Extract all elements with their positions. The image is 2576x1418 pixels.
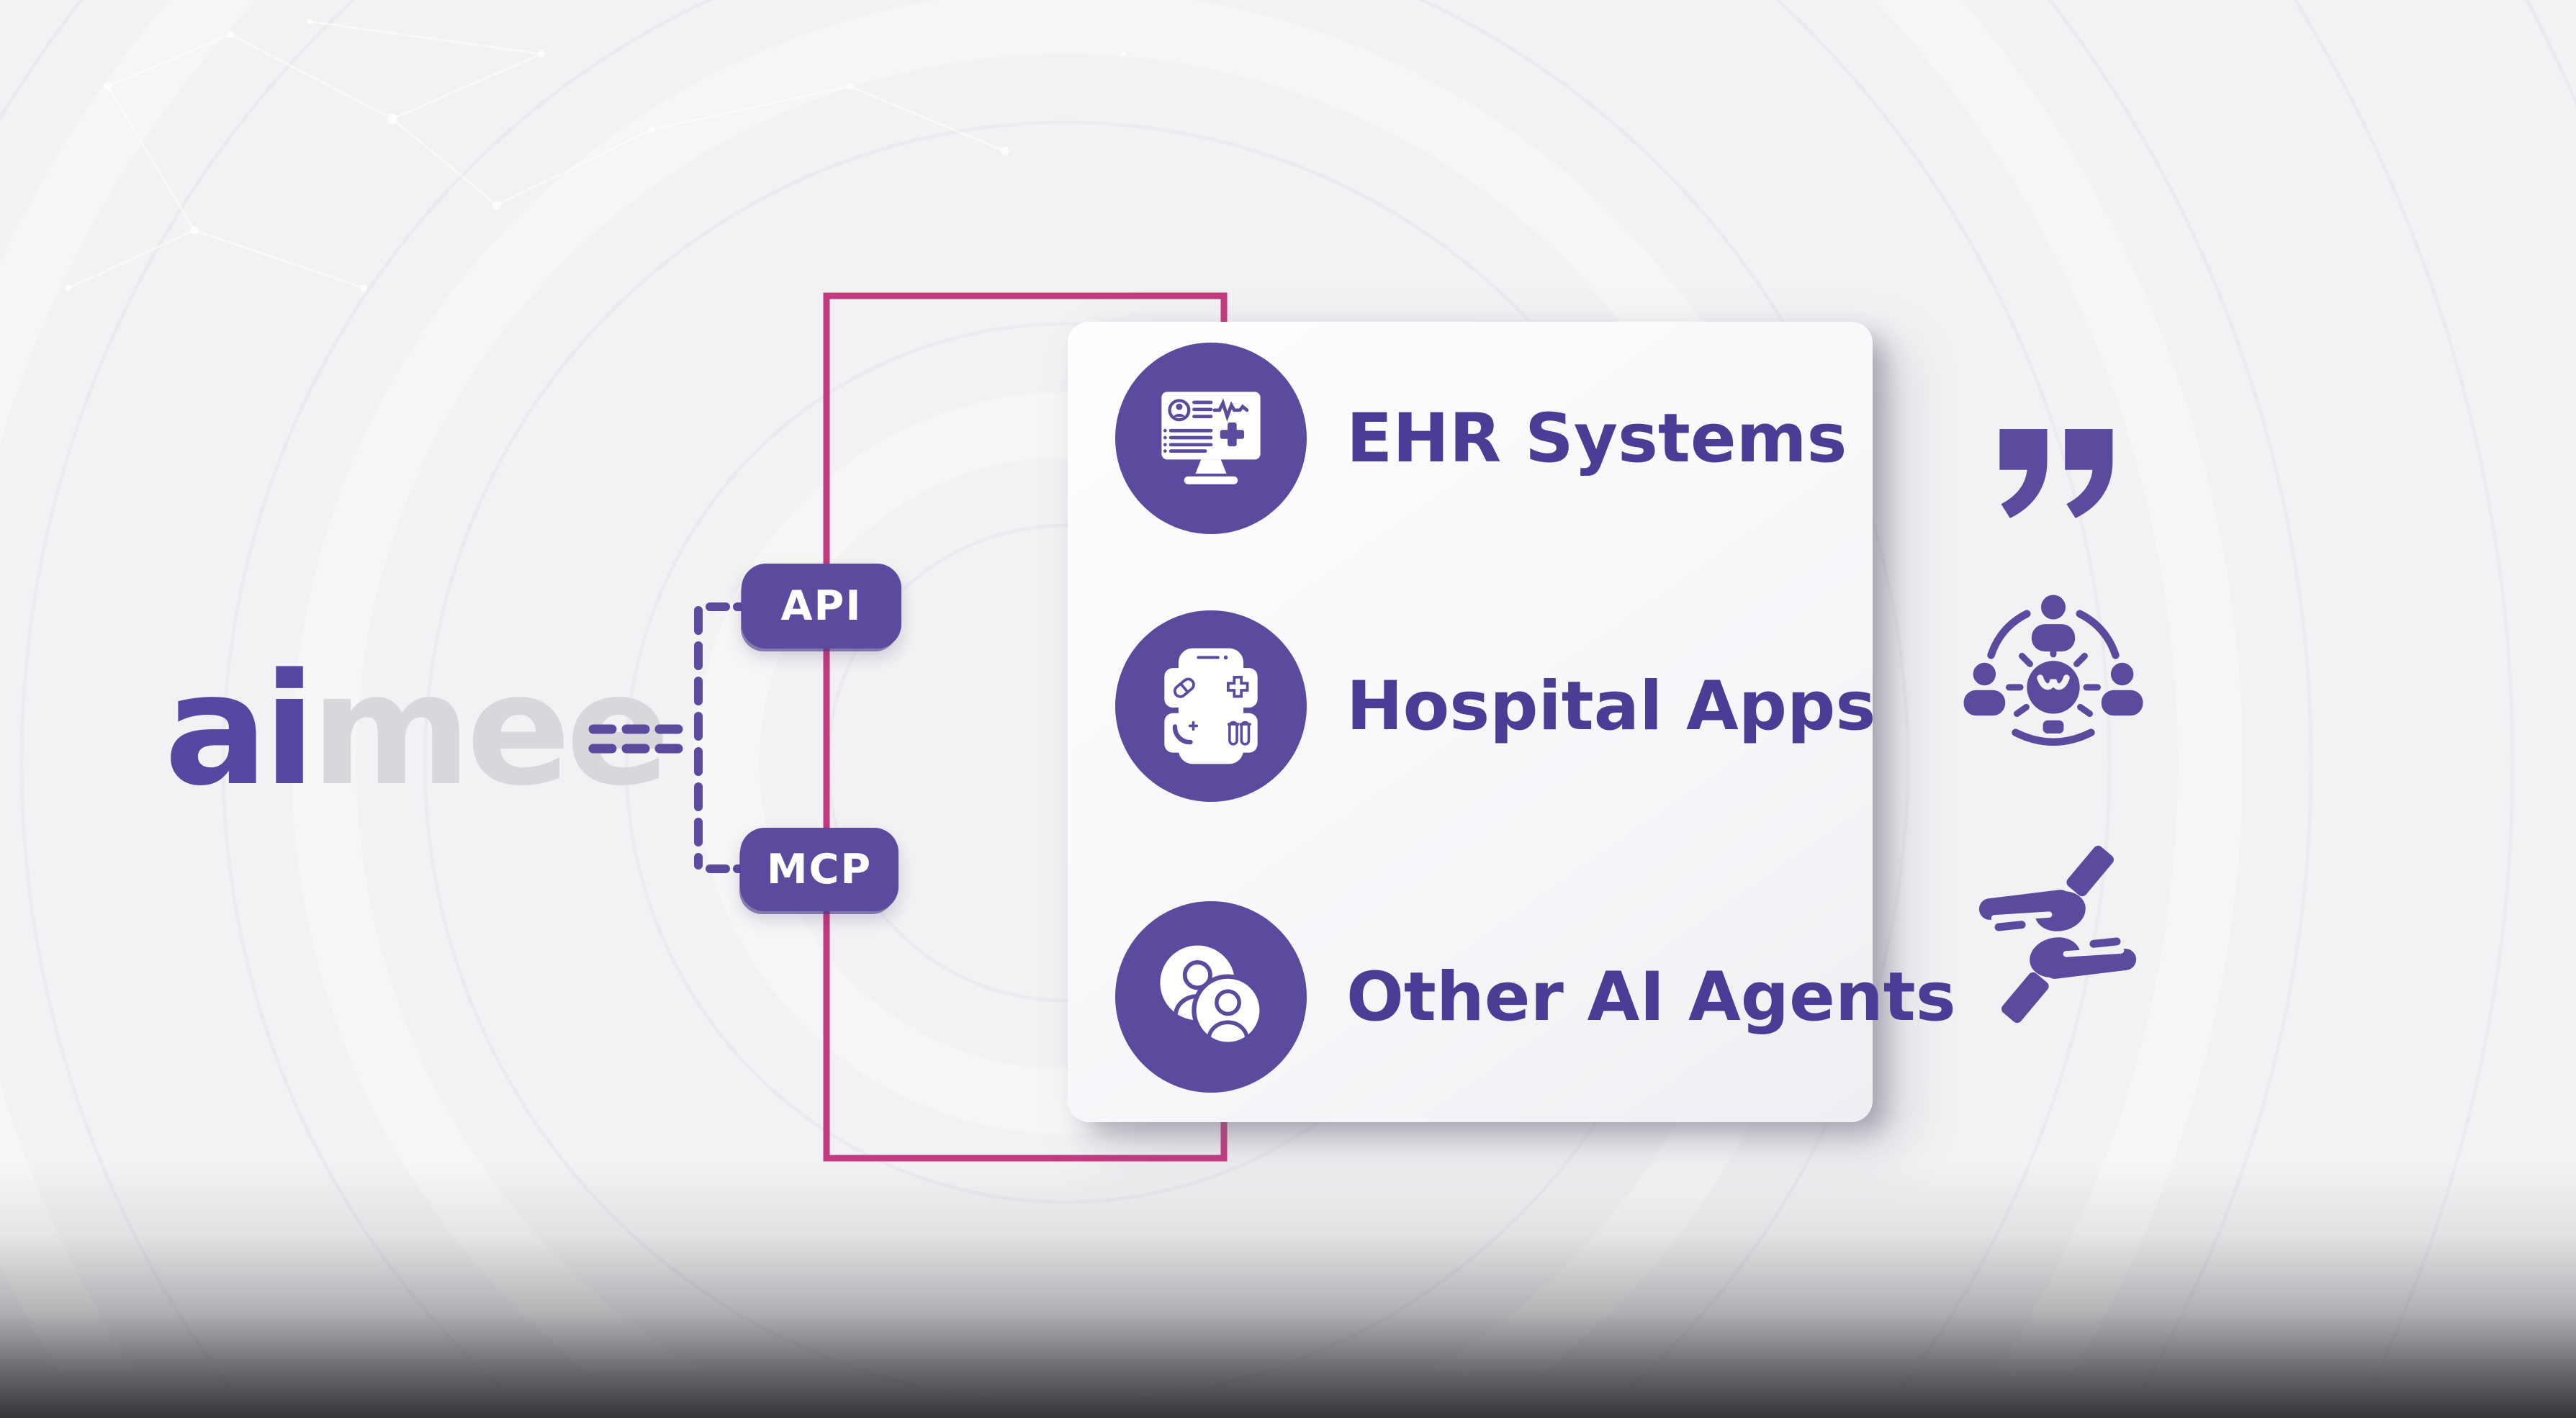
bottom-shadow-gradient [0, 1165, 2576, 1418]
aimee-logo: aimee [164, 654, 670, 808]
mcp-pill: MCP [740, 828, 899, 911]
card-row-other-ai-agents: Other AI Agents [1068, 901, 1956, 1093]
quote-icon [1999, 429, 2113, 518]
card-row-ehr-systems: EHR Systems [1068, 343, 1873, 534]
ehr-monitor-icon [1115, 343, 1307, 534]
supporting-hands-icon [1978, 845, 2148, 1025]
team-collaboration-icon [1963, 595, 2143, 746]
card-row-hospital-apps: Hospital Apps [1068, 610, 1876, 802]
card-row-label: Other AI Agents [1346, 957, 1956, 1037]
mcp-pill-label: MCP [766, 846, 873, 893]
aimee-logo-suffix: mee [310, 641, 670, 820]
hospital-apps-icon [1115, 610, 1307, 802]
card-row-label: EHR Systems [1346, 399, 1847, 478]
ai-agents-icon [1115, 901, 1307, 1093]
api-pill-label: API [780, 582, 863, 630]
card-row-label: Hospital Apps [1346, 667, 1876, 746]
aimee-logo-prefix: ai [164, 641, 316, 820]
api-pill: API [742, 564, 901, 649]
integrations-card: EHR Systems [1068, 322, 1956, 1122]
